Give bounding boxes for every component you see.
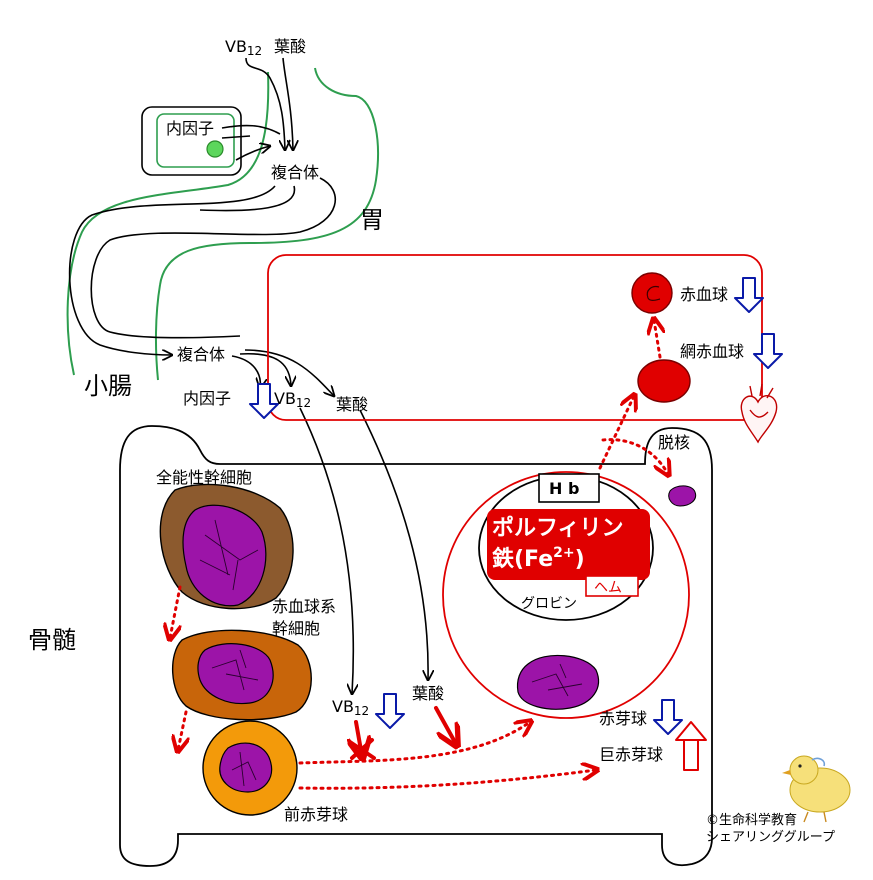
folate-top-label: 葉酸: [274, 37, 306, 56]
pluripotent-label: 全能性幹細胞: [156, 468, 252, 487]
vb12-low-label: VB12: [332, 697, 369, 718]
down-arrow-icon: [375, 693, 405, 729]
porphyrin-label: ポルフィリン: [492, 515, 624, 541]
iron-label: 鉄(Fe2+): [492, 545, 585, 572]
absorption-path: [68, 57, 428, 694]
erythroblast-nucleus: [516, 654, 600, 710]
credit-line-1: ©生命科学教育: [706, 812, 797, 828]
heme-label: ヘム: [594, 580, 622, 596]
complex-intestine-label: 複合体: [177, 345, 225, 364]
credit-line-2: シェアリンググループ: [706, 830, 835, 845]
intrinsic-factor-box: [141, 106, 242, 176]
erythroblast-label: 赤芽球: [599, 709, 647, 728]
heart-icon: [740, 383, 778, 444]
folate-mid-label: 葉酸: [336, 395, 368, 414]
rbc-label: 赤血球: [680, 285, 728, 304]
proerythroblast-cell: [202, 720, 298, 816]
red-blood-cell: [631, 272, 673, 314]
erythroid-stem-label-1: 赤血球系: [272, 597, 336, 616]
megaloblast-label: 巨赤芽球: [599, 745, 663, 764]
globin-label: グロビン: [521, 596, 577, 612]
erythroid-stem-label-2: 幹細胞: [272, 619, 320, 638]
erythroid-stem-cell: [171, 629, 312, 721]
down-arrow-icon: [249, 383, 279, 419]
intrinsic-factor-box-label: 内因子: [166, 119, 214, 138]
bone-marrow-outline: [119, 425, 713, 867]
porphyrin-iron-box: [487, 509, 650, 580]
reticulocyte-cell: [637, 359, 691, 403]
up-arrow-icon: [675, 721, 707, 771]
proerythroblast-label: 前赤芽球: [284, 805, 348, 824]
complex-stomach-label: 複合体: [271, 163, 319, 182]
heme-box: [585, 575, 639, 597]
blocked-vb12-arrow: [350, 720, 376, 758]
intrinsic-factor-dot: [206, 140, 224, 158]
extruded-nucleus: [668, 485, 697, 507]
vb12-mid-label: VB12: [274, 389, 311, 410]
folate-arrow: [434, 706, 456, 744]
denucleation-label: 脱核: [658, 433, 690, 452]
vb12-top-label: VB12: [225, 37, 262, 58]
folate-low-label: 葉酸: [412, 684, 444, 703]
chick-icon: [782, 755, 851, 823]
pluripotent-stem-cell: [159, 483, 294, 610]
erythroblast-large-cell: [442, 471, 690, 719]
hb-label: H b: [549, 479, 579, 498]
down-arrow-icon: [753, 333, 783, 369]
hb-box: [538, 473, 600, 503]
small-intestine-label: 小腸: [84, 372, 132, 400]
down-arrow-icon: [653, 699, 683, 735]
stomach-label: 胃: [360, 206, 384, 234]
down-arrow-icon: [734, 277, 764, 313]
bone-marrow-label: 骨髄: [28, 626, 76, 654]
reticulocyte-label: 網赤血球: [680, 342, 744, 361]
intrinsic-factor-low-label: 内因子: [183, 389, 231, 408]
